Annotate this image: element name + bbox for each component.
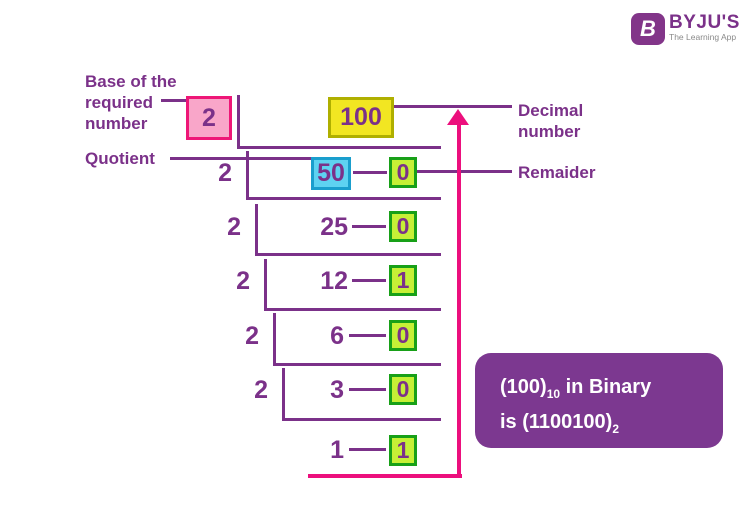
dash-row-5	[349, 448, 386, 451]
base-value-box: 2	[186, 96, 232, 140]
dash-row-0	[353, 171, 387, 174]
bracket-3-vertical	[255, 204, 258, 256]
dash-row-1	[352, 225, 386, 228]
byjus-logo-text: BYJU'S The Learning App	[669, 13, 740, 42]
quotient-row-3: 6	[330, 322, 344, 350]
divisor-row-0: 2	[218, 159, 232, 187]
brand-tagline: The Learning App	[669, 32, 737, 42]
read-direction-arrow-base	[308, 474, 462, 478]
decimal-number-label: Decimal number	[518, 101, 584, 141]
divisor-row-2: 2	[236, 267, 250, 295]
arrow-up-icon	[447, 109, 469, 125]
bracket-3-horizontal	[255, 253, 441, 256]
remainder-box-row-4: 0	[389, 374, 417, 405]
base-label: Base of the required number	[85, 72, 177, 133]
remainder-box-row-2: 1	[389, 265, 417, 296]
bracket-4-horizontal	[264, 308, 441, 311]
bracket-6-horizontal	[282, 418, 441, 421]
bracket-2-horizontal	[246, 197, 441, 200]
quotient-row-5: 1	[330, 436, 344, 464]
byjus-logo: B BYJU'S The Learning App	[631, 13, 740, 45]
bracket-1-vertical	[237, 95, 240, 149]
result-line-2: is (1100100)2	[500, 411, 620, 436]
quotient-row-2: 12	[320, 267, 348, 295]
decimal-connector-line	[393, 105, 512, 108]
remainder-box-row-1: 0	[389, 211, 417, 242]
read-direction-arrow-line	[457, 124, 461, 478]
remainder-connector-line	[416, 170, 512, 173]
bracket-2-vertical	[246, 151, 249, 200]
brand-name: BYJU'S	[669, 12, 740, 33]
remainder-box-row-3: 0	[389, 320, 417, 351]
bracket-6-vertical	[282, 368, 285, 421]
bracket-1-horizontal	[237, 146, 441, 149]
quotient-row-4: 3	[330, 376, 344, 404]
base-connector-line	[161, 99, 186, 102]
dash-row-4	[349, 388, 386, 391]
bracket-5-horizontal	[273, 363, 441, 366]
dividend-box: 100	[328, 97, 394, 138]
divisor-row-4: 2	[254, 376, 268, 404]
divisor-row-3: 2	[245, 322, 259, 350]
quotient-box-row-0: 50	[311, 157, 351, 190]
quotient-label: Quotient	[85, 149, 155, 168]
remainder-label: Remaider	[518, 163, 596, 182]
result-box: (100)10 in Binary is (1100100)2	[475, 353, 723, 448]
remainder-box-row-0: 0	[389, 157, 417, 188]
dash-row-3	[349, 334, 386, 337]
dash-row-2	[352, 279, 386, 282]
bracket-5-vertical	[273, 313, 276, 366]
quotient-row-1: 25	[320, 213, 348, 241]
remainder-box-row-5: 1	[389, 435, 417, 466]
byjus-badge-icon: B	[631, 13, 665, 45]
bracket-4-vertical	[264, 259, 267, 311]
quotient-connector-line	[170, 157, 311, 160]
result-line-1: (100)10 in Binary	[500, 376, 652, 401]
divisor-row-1: 2	[227, 213, 241, 241]
